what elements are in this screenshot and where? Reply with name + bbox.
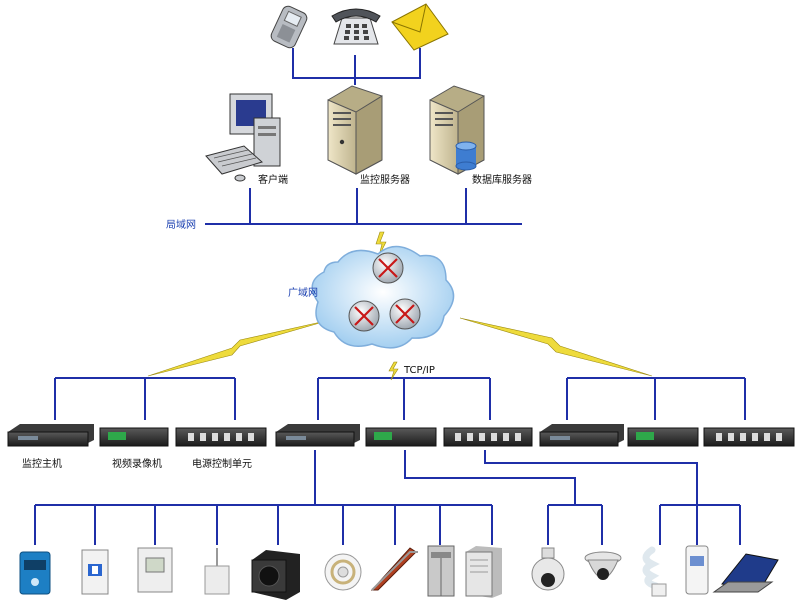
monitor-host-icon: [275, 424, 360, 447]
smoke-detector-icon: [324, 553, 362, 591]
tcpip-label: TCP/IP: [403, 365, 435, 376]
rack-devices: [7, 424, 795, 447]
lightning-top-icon: [375, 231, 387, 257]
circuit-breaker-icon: [81, 549, 109, 595]
air-conditioner-icon: [251, 550, 300, 600]
router-icon: [348, 300, 380, 332]
lightning-tcp-icon: [388, 361, 399, 381]
monitor-host-label: 监控主机: [22, 457, 62, 470]
mobile-phone-icon: [270, 5, 308, 49]
video-recorder-icon: [99, 427, 169, 447]
telephone-icon: [331, 8, 381, 45]
monitor-host-icon: [7, 424, 94, 447]
lan-label: 局域网: [166, 218, 196, 231]
database-server-icon: [429, 85, 485, 175]
client-computer-icon: [205, 93, 281, 182]
power-cabinet-icon: [465, 546, 502, 598]
elevator-icon: [427, 545, 455, 597]
temperature-humidity-sensor-icon: [137, 547, 173, 593]
wan-label: 广域网: [288, 286, 318, 299]
energy-saving-lamp-icon: [642, 546, 667, 597]
power-control-unit-icon: [703, 427, 795, 447]
power-control-unit-icon: [175, 427, 267, 447]
lightning-left-icon: [147, 319, 331, 377]
ptz-camera-icon: [531, 547, 565, 591]
lightning-right-icon: [459, 317, 653, 377]
client-label: 客户端: [258, 173, 288, 186]
monitor-server-label: 监控服务器: [360, 173, 410, 186]
io-module-icon: [19, 551, 51, 595]
water-leak-sensor-icon: [204, 548, 230, 595]
field-devices: [19, 545, 779, 600]
router-icon: [389, 298, 421, 330]
laptop-icon: [712, 553, 779, 593]
power-control-unit-icon: [443, 427, 533, 447]
monitor-host-icon: [539, 424, 624, 447]
access-control-icon: [685, 545, 709, 595]
power-control-unit-label: 电源控制单元: [192, 457, 252, 470]
connection-lines: [34, 48, 746, 545]
email-envelope-icon: [391, 3, 449, 51]
wan-cloud: [311, 245, 455, 349]
database-server-label: 数据库服务器: [472, 173, 532, 186]
dome-camera-icon: [584, 551, 622, 580]
escalator-icon: [370, 547, 418, 591]
video-recorder-icon: [365, 427, 437, 447]
video-recorder-icon: [627, 427, 699, 447]
video-recorder-label: 视频录像机: [112, 457, 162, 470]
router-icon: [372, 252, 404, 284]
monitor-server-icon: [327, 85, 383, 175]
